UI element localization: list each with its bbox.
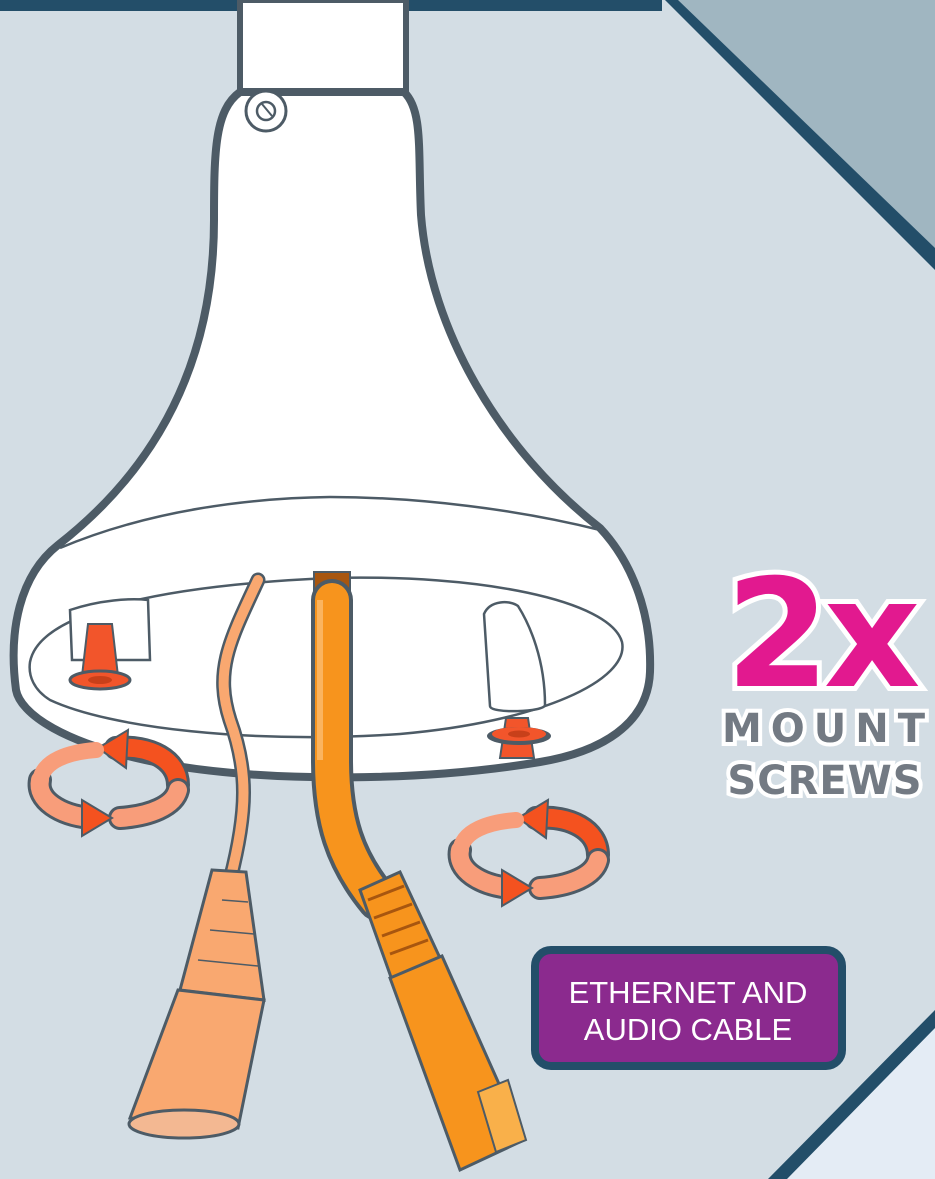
set-screw [246, 91, 286, 131]
callout-multiplier: 2x [725, 548, 918, 722]
cable-label-badge: ETHERNET AND AUDIO CABLE [535, 950, 842, 1066]
mount-screws-callout: 2x MOUNT SCREWS [722, 548, 934, 804]
cable-label-line2: AUDIO CABLE [584, 1012, 792, 1047]
callout-line2: SCREWS [727, 758, 922, 804]
callout-line1: MOUNT [722, 706, 934, 752]
cable-label-line1: ETHERNET AND [569, 975, 808, 1010]
